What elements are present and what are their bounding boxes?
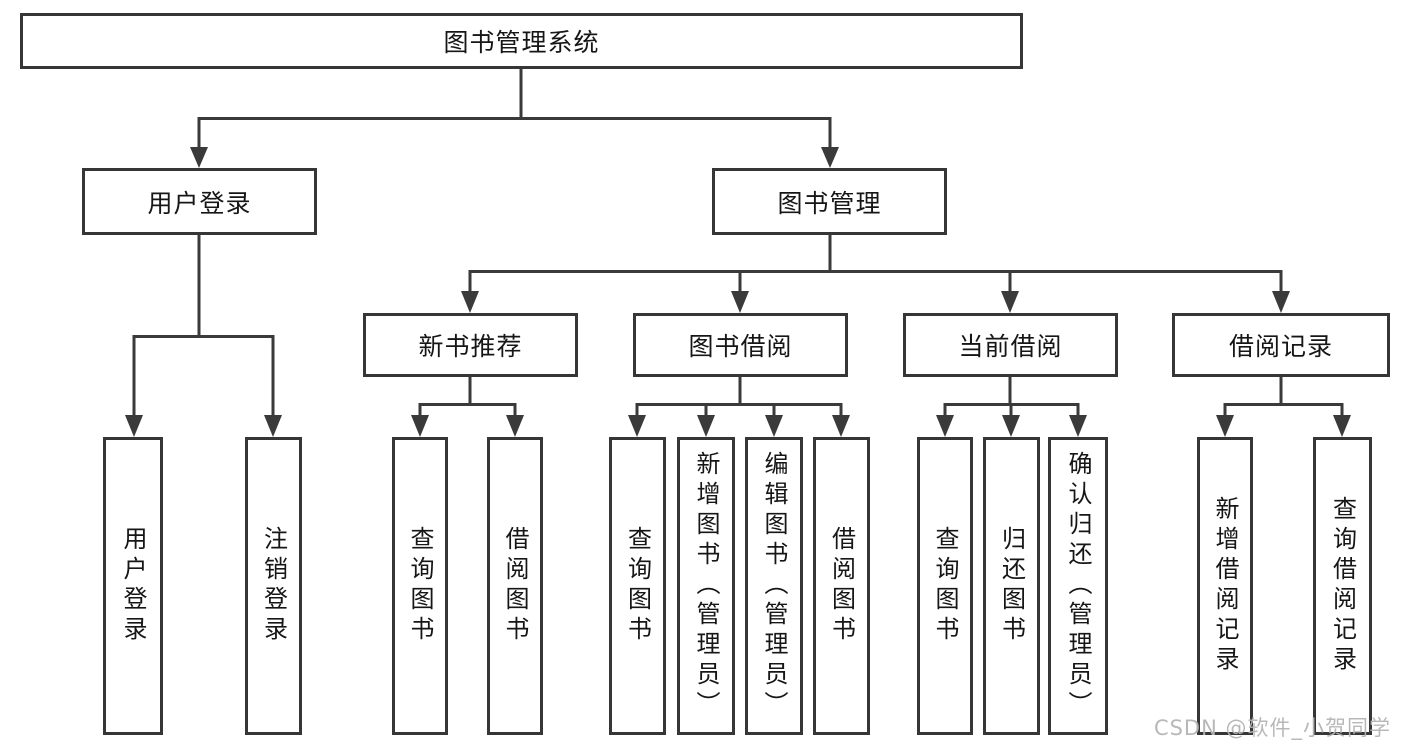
leaf-label: 查询图书	[406, 526, 434, 646]
watermark: CSDN @软件_小贺同学	[1153, 716, 1391, 740]
leaf-label: 新增图书（管理员）	[692, 451, 720, 721]
node-book-borrow: 图书借阅	[633, 313, 848, 377]
leaf-query-books-borrow: 查询图书	[609, 437, 666, 735]
leaf-label: 归还图书	[997, 526, 1026, 646]
leaf-add-borrow-record: 新增借阅记录	[1197, 437, 1253, 735]
node-label: 当前借阅	[958, 332, 1063, 361]
node-new-book-recommend: 新书推荐	[363, 313, 578, 377]
leaf-label: 新增借阅记录	[1211, 496, 1239, 676]
node-label: 图书管理系统	[443, 28, 600, 57]
leaf-label: 查询图书	[931, 526, 959, 646]
node-current-borrow: 当前借阅	[903, 313, 1118, 377]
node-root-system: 图书管理系统	[20, 13, 1023, 69]
leaf-label: 借阅图书	[501, 526, 529, 646]
leaf-edit-book-admin: 编辑图书（管理员）	[745, 437, 803, 735]
node-label: 借阅记录	[1228, 332, 1333, 361]
leaf-query-books-recommend: 查询图书	[392, 437, 448, 735]
leaf-label: 用户登录	[119, 526, 147, 646]
leaf-query-books-current: 查询图书	[917, 437, 973, 735]
node-book-management: 图书管理	[712, 168, 947, 235]
leaf-label: 查询图书	[623, 526, 652, 646]
leaf-return-book: 归还图书	[983, 437, 1040, 735]
leaf-user-login: 用户登录	[103, 437, 163, 735]
leaf-borrow-books-recommend: 借阅图书	[487, 437, 543, 735]
leaf-label: 注销登录	[259, 526, 288, 646]
node-label: 图书管理	[777, 188, 882, 218]
node-label: 图书借阅	[688, 332, 793, 361]
leaf-label: 借阅图书	[827, 526, 856, 646]
leaf-logout: 注销登录	[245, 437, 302, 735]
leaf-add-book-admin: 新增图书（管理员）	[677, 437, 735, 735]
leaf-confirm-return-admin: 确认归还（管理员）	[1048, 437, 1108, 735]
leaf-label: 编辑图书（管理员）	[760, 451, 788, 721]
leaf-borrow-books: 借阅图书	[813, 437, 870, 735]
leaf-query-borrow-record: 查询借阅记录	[1313, 437, 1372, 735]
node-label: 用户登录	[147, 188, 252, 218]
leaf-label: 确认归还（管理员）	[1064, 451, 1092, 721]
node-user-login: 用户登录	[82, 168, 317, 235]
node-borrow-records: 借阅记录	[1172, 313, 1390, 377]
leaf-label: 查询借阅记录	[1328, 496, 1357, 676]
node-label: 新书推荐	[418, 332, 523, 361]
